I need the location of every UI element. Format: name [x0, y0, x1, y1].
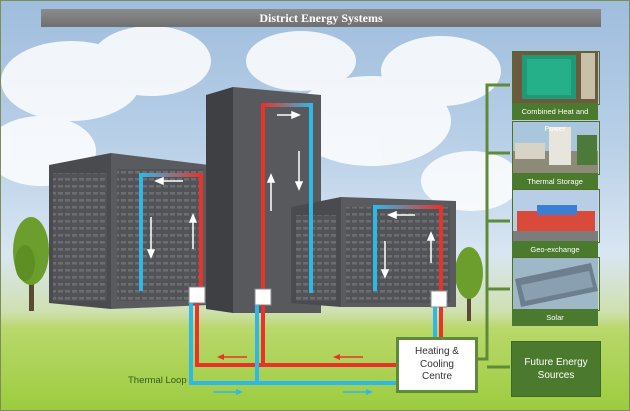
- chp-photo: [512, 51, 598, 103]
- source-connector: [478, 83, 510, 369]
- building-left: [49, 153, 209, 309]
- thermal-storage-image: [512, 121, 600, 175]
- tree-left: [13, 217, 49, 311]
- thermal-storage-photo: [512, 121, 598, 173]
- flow-arrows-loop: [213, 354, 373, 395]
- future-energy-sources-label: Future Energy Sources: [524, 357, 588, 381]
- thermal-loop-label: Thermal Loop: [128, 375, 187, 386]
- source-label-thermal-storage: Thermal Storage: [512, 173, 598, 190]
- solar-image: [512, 257, 600, 311]
- chp-image: [512, 51, 600, 105]
- source-label-chp: Combined Heat and Power: [512, 103, 598, 133]
- clouds: [1, 26, 521, 211]
- source-label-solar: Solar: [512, 309, 598, 326]
- geo-exchange-photo: [512, 189, 598, 241]
- future-energy-sources-box: Future Energy Sources: [511, 341, 601, 397]
- source-label-geo-exchange: Geo-exchange: [512, 241, 598, 258]
- building-loops: [139, 103, 443, 293]
- building-right: [291, 197, 456, 307]
- page-title: District Energy Systems: [41, 9, 601, 27]
- tree-right: [455, 247, 483, 321]
- geo-exchange-image: [512, 189, 600, 243]
- flow-arrows-building: [146, 110, 436, 279]
- heating-cooling-centre-label: Heating & Cooling Centre: [415, 346, 459, 383]
- heating-cooling-centre-box: Heating & Cooling Centre: [396, 337, 478, 393]
- solar-photo: [512, 257, 598, 309]
